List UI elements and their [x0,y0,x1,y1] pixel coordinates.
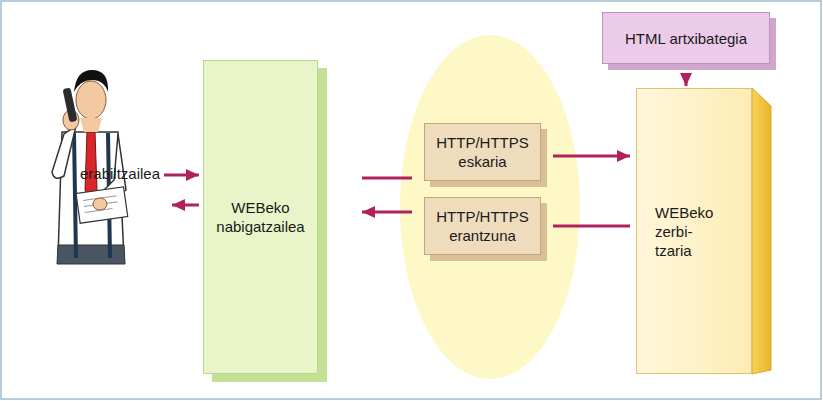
flow-arrow [553,155,630,158]
server-box: WEBeko zerbi- tzaria [636,88,752,374]
user-node: erabiltzailea [18,40,160,310]
network-ellipse [400,35,580,379]
node-label: WEBeko zerbi- tzaria [655,203,721,260]
node-label: erabiltzailea [80,164,160,183]
flow-arrow [172,204,199,207]
flow-arrow [362,211,412,214]
flow-arrow [164,174,199,177]
node-label: WEBeko nabigatzailea [210,198,311,236]
browser-box: WEBeko nabigatzailea [203,60,318,374]
node-label: HTTP/HTTPS erantzuna [429,207,536,245]
node-label: HTTP/HTTPS eskaria [429,133,536,171]
flow-arrow [553,225,630,228]
flow-arrow [362,177,412,180]
response-box: HTTP/HTTPS erantzuna [424,197,541,255]
server-side [752,88,771,374]
flow-arrow [685,74,688,86]
file-store-box: HTML artxibategia [602,12,770,64]
request-box: HTTP/HTTPS eskaria [424,123,541,181]
node-label: HTML artxibategia [625,29,747,48]
